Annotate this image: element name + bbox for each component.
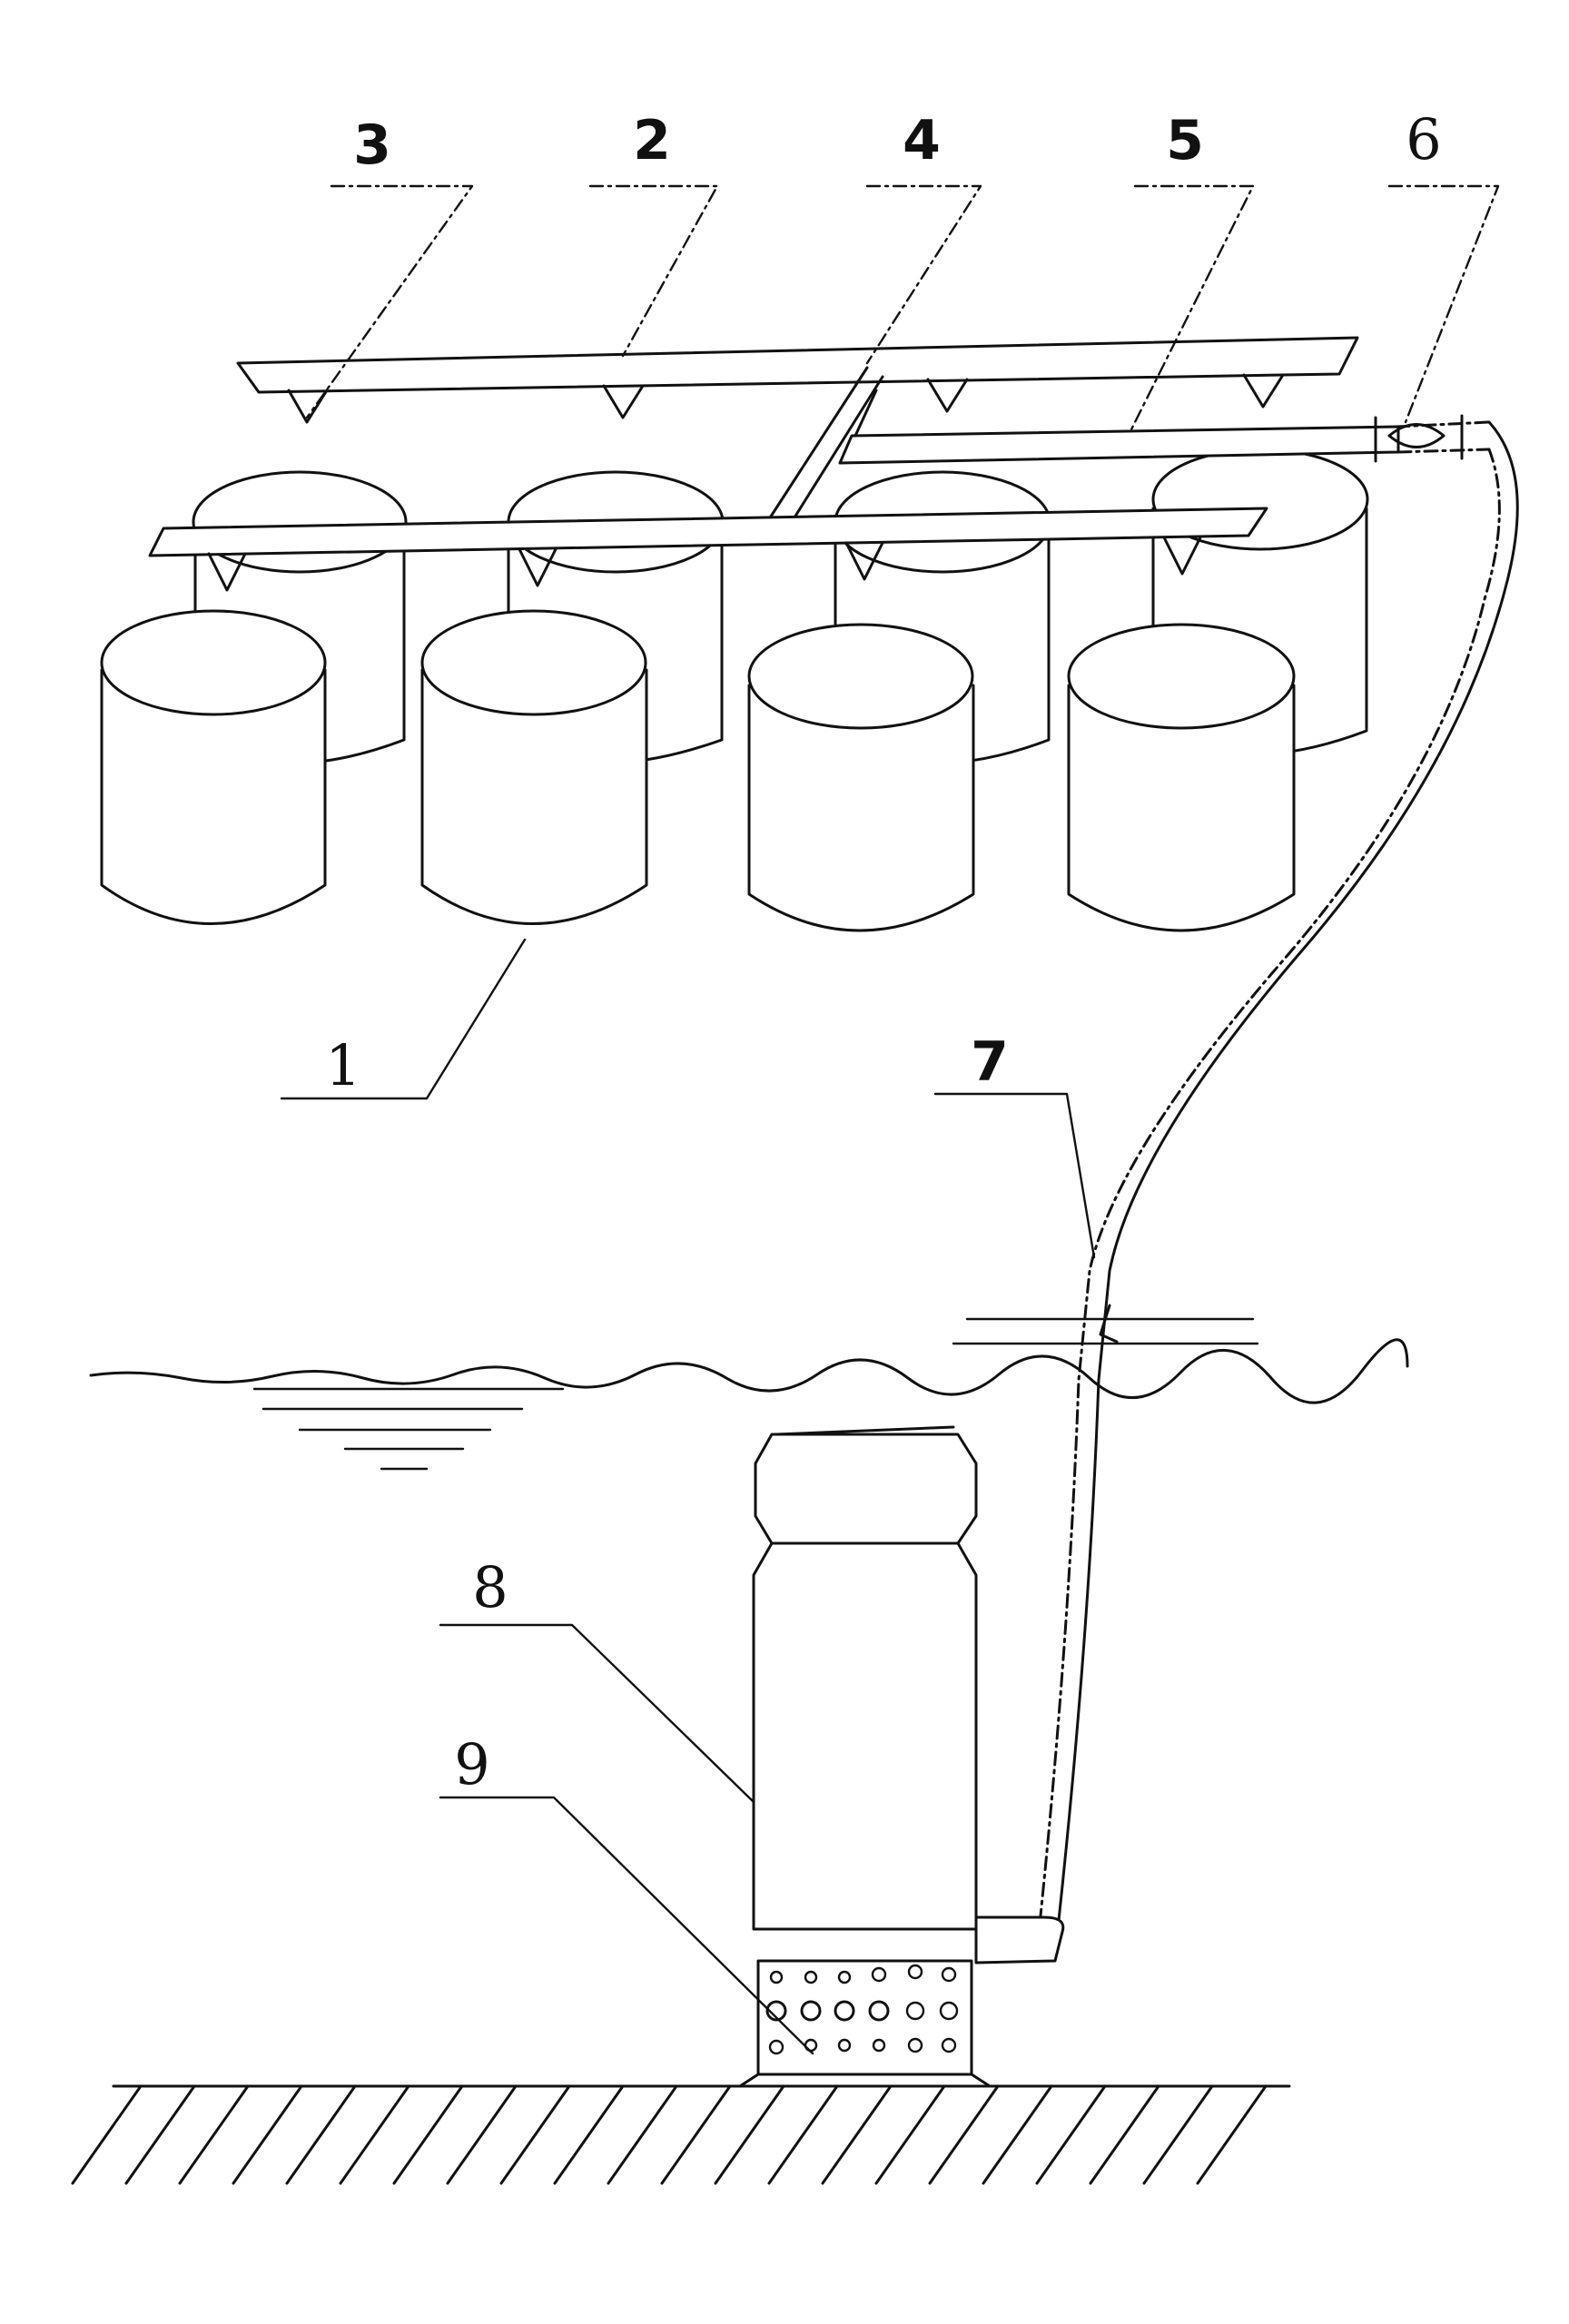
ground-hatch-mark [285,2084,357,2185]
label-1: 1 [325,1032,360,1098]
ground-hatch-mark [767,2084,839,2185]
ground-hatch-mark [714,2084,785,2185]
label-5: 5 [1166,109,1204,172]
tank-front-4 [1067,623,1296,932]
ground-hatch-mark [660,2084,732,2185]
upper-spray-pipe [236,336,1359,424]
ground-hatch-mark [1196,2084,1268,2185]
leader-lines [280,184,1500,2055]
ground-hatch-mark [874,2084,946,2185]
connecting-pipe [838,389,1491,465]
ground-hatch-mark [178,2084,250,2185]
label-4: 4 [903,109,941,172]
ground-hatch-mark [392,2084,464,2185]
label-8: 8 [472,1554,508,1620]
ground-hatch-mark [821,2084,893,2185]
water-level-marks [952,1304,1259,1345]
ground-hatch-mark [124,2084,196,2185]
ground-hatch-mark [1142,2084,1214,2185]
tank-front-2 [420,609,648,925]
ground-hatch-mark [553,2084,625,2185]
label-9: 9 [454,1731,489,1797]
water-surface [89,1338,1409,1471]
pipe-coupling [1374,414,1464,463]
lower-spray-pipe [148,507,1268,592]
front-row-tanks [100,609,1296,932]
submersible-pump [738,1425,1065,2088]
tank-front-3 [747,623,975,932]
ground-hatch-mark [607,2084,678,2185]
label-3: 3 [353,113,391,177]
ground-hatch-mark [1035,2084,1107,2185]
ground-hatch-mark [71,2084,143,2185]
ground-hatch-mark [232,2084,303,2185]
ground-hatch-mark [446,2084,518,2185]
supply-hose [1038,420,1519,1931]
ground-hatch-mark [928,2084,1000,2185]
label-6: 6 [1406,106,1441,172]
ground-hatch-mark [1089,2084,1160,2185]
callout-labels: 3 2 4 5 6 1 7 8 9 [325,106,1441,1797]
riser-pipe [765,366,884,527]
ground-hatch-mark [499,2084,571,2185]
ground-hatching [71,2084,1291,2185]
label-2: 2 [633,109,671,172]
label-7: 7 [971,1030,1009,1094]
ground-hatch-mark [982,2084,1053,2185]
ground-hatch-mark [339,2084,410,2185]
tank-front-1 [100,609,327,925]
